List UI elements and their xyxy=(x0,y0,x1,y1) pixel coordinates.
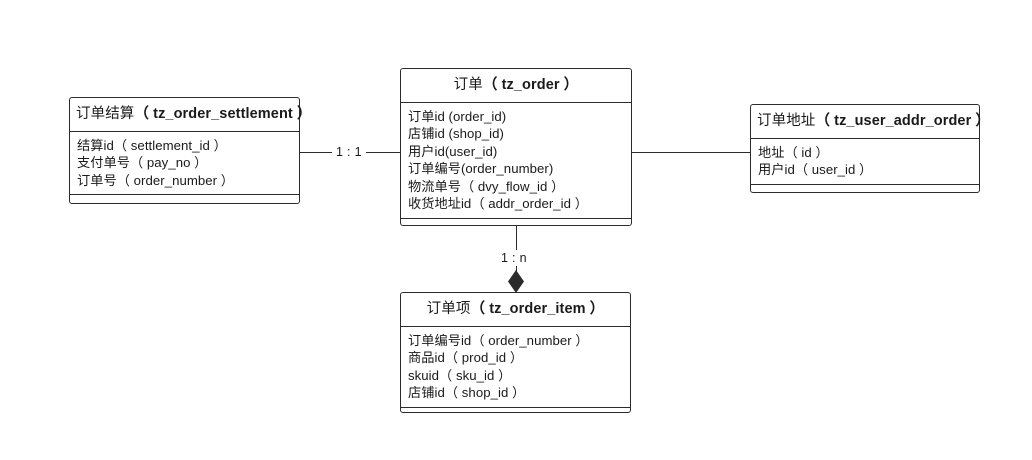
entity-fields-tz-order: 订单id (order_id) 店铺id (shop_id) 用户id(user… xyxy=(401,103,631,220)
entity-title-table: （ tz_user_addr_order ） xyxy=(815,113,991,129)
field-row: skuid（ sku_id ） xyxy=(408,367,512,383)
field-row: 订单编号(order_number) xyxy=(408,161,554,177)
entity-footer-tz-order xyxy=(401,219,631,241)
entity-fields-tz-user-addr-order: 地址（ id ） 用户id（ user_id ） xyxy=(751,139,979,185)
entity-footer-tz-order-item xyxy=(401,408,630,430)
connector-order-to-order-item[interactable] xyxy=(515,226,518,272)
entity-header-tz-order: 订单（ tz_order ） xyxy=(401,69,631,103)
cardinality-label-order-item: 1 : n xyxy=(497,250,531,266)
field-row: 用户id（ user_id ） xyxy=(758,162,873,178)
entity-header-tz-user-addr-order: 订单地址（ tz_user_addr_order ） xyxy=(751,105,990,139)
entity-header-tz-order-item: 订单项（ tz_order_item ） xyxy=(401,293,630,327)
entity-tz-order-settlement[interactable]: 订单结算（ tz_order_settlement ） 结算id（ settle… xyxy=(69,97,311,204)
entity-title-cn: 订单结算 xyxy=(76,106,135,122)
filled-diamond-marker-icon xyxy=(508,270,524,293)
entity-title-cn: 订单 xyxy=(453,77,483,93)
field-row: 地址（ id ） xyxy=(758,144,829,160)
entity-title-table: （ tz_order_item ） xyxy=(470,301,605,317)
connector-order-to-address[interactable] xyxy=(632,151,750,154)
diamond-shape xyxy=(508,270,524,293)
entity-tz-order[interactable]: 订单（ tz_order ） 订单id (order_id) 店铺id (sho… xyxy=(400,68,632,226)
entity-title-table: （ tz_order_settlement ） xyxy=(134,106,312,122)
entity-fields-tz-order-item: 订单编号id（ order_number ） 商品id（ prod_id ） s… xyxy=(401,327,630,408)
field-row: 收货地址id（ addr_order_id ） xyxy=(408,196,588,212)
entity-header-tz-order-settlement: 订单结算（ tz_order_settlement ） xyxy=(70,98,311,132)
field-row: 用户id(user_id) xyxy=(408,143,498,159)
entity-title-cn: 订单项 xyxy=(426,301,471,317)
field-row: 结算id（ settlement_id ） xyxy=(77,137,227,153)
field-row: 商品id（ prod_id ） xyxy=(408,350,524,366)
entity-fields-tz-order-settlement: 结算id（ settlement_id ） 支付单号（ pay_no ） 订单号… xyxy=(70,132,299,196)
field-row: 店铺id (shop_id) xyxy=(408,126,504,142)
entity-footer-tz-order-settlement xyxy=(70,195,299,217)
entity-tz-user-addr-order[interactable]: 订单地址（ tz_user_addr_order ） 地址（ id ） 用户id… xyxy=(750,104,990,193)
field-row: 订单编号id（ order_number ） xyxy=(408,332,589,348)
cardinality-label-settlement-order: 1 : 1 xyxy=(332,144,366,160)
field-row: 订单id (order_id) xyxy=(408,108,507,124)
entity-title-cn: 订单地址 xyxy=(757,113,816,129)
field-row: 店铺id（ shop_id ） xyxy=(408,385,526,401)
entity-title-table: （ tz_order ） xyxy=(482,77,579,93)
entity-tz-order-item[interactable]: 订单项（ tz_order_item ） 订单编号id（ order_numbe… xyxy=(400,292,631,413)
field-row: 物流单号（ dvy_flow_id ） xyxy=(408,178,565,194)
entity-footer-tz-user-addr-order xyxy=(751,185,979,207)
field-row: 订单号（ order_number ） xyxy=(77,172,235,188)
field-row: 支付单号（ pay_no ） xyxy=(77,155,208,171)
